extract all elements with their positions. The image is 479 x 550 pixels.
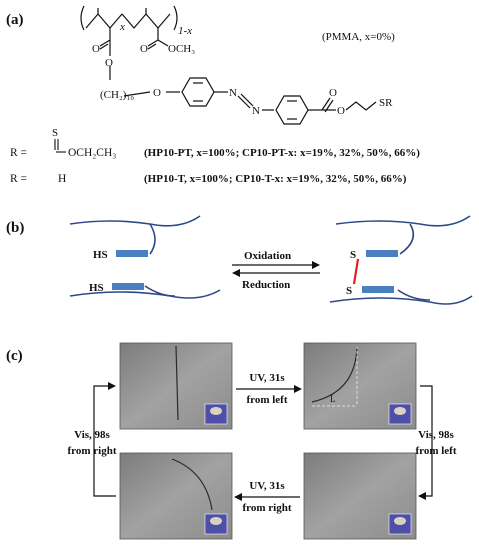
photo-top-right: L [303, 342, 417, 430]
ether-oxygen: O [153, 87, 161, 99]
arrow-uv-from-left: UV, 31s from left [236, 372, 302, 406]
photo-bottom-right [303, 452, 417, 540]
r1-detail: (HP10-PT, x=100%; CP10-PT-x: x=19%, 32%,… [144, 147, 420, 159]
right-disulfide-groups: S S [346, 249, 398, 297]
uv-bottom-line2: from right [243, 502, 292, 514]
left-bottom-thiol: HS [89, 282, 104, 294]
photo-bottom-left [119, 452, 233, 540]
methoxy-label: OCH₃ [168, 43, 195, 55]
arrow-uv-from-right: UV, 31s from right [234, 480, 300, 514]
left-top-mesogen [116, 250, 148, 257]
film-strip-bent-left [311, 345, 358, 403]
uv-top-line2: from left [246, 394, 287, 406]
ester-oxygen: O [105, 57, 113, 69]
arrow-vis-from-left [418, 385, 433, 500]
azo-nitrogen-2: N [252, 105, 260, 117]
r1-group: OCH₂CH₃ [68, 147, 116, 159]
vis-left-line2: from right [68, 445, 117, 457]
right-bottom-mesogen [362, 286, 394, 293]
arrow-vis-from-right [93, 382, 116, 497]
azo-nitrogen-1: N [229, 87, 237, 99]
photo-top-left [119, 342, 233, 430]
left-chains [69, 215, 221, 299]
r1-prefix: R = [10, 147, 27, 159]
ester2-double-oxygen: O [329, 87, 337, 99]
panel-c-label: (c) [6, 348, 23, 364]
right-chains [329, 215, 473, 305]
spacer-label: (CH₂)₁₀ [100, 89, 134, 101]
r2-detail: (HP10-T, x=100%; CP10-T-x: x=19%, 32%, 5… [144, 173, 407, 185]
reduction-label: Reduction [242, 279, 290, 291]
left-top-thiol: HS [93, 249, 108, 261]
r-definition-1: R = S OCH₂CH₃ (HP10-PT, x=100%; CP10-PT-… [10, 127, 420, 159]
length-marker: L [330, 394, 336, 404]
sr-group: SR [379, 97, 393, 109]
right-top-sulfur: S [350, 249, 356, 261]
r2-prefix: R = [10, 173, 27, 185]
carbonyl-oxygen-2: O [140, 43, 148, 55]
uv-top-line1: UV, 31s [249, 372, 285, 384]
r-definition-2: R = H (HP10-T, x=100%; CP10-T-x: x=19%, … [10, 173, 407, 185]
left-thiol-groups: HS HS [89, 249, 148, 294]
ester2-oxygen: O [337, 105, 345, 117]
vis-right-line2: from left [415, 445, 456, 457]
polymer-labels: 1-x x O O OCH₃ O (CH₂)₁₀ O N N O O SR (P… [92, 21, 395, 117]
subscript-1-x: 1-x [178, 25, 192, 37]
carbonyl-oxygen-1: O [92, 43, 100, 55]
r2-group: H [58, 173, 66, 185]
oxidation-label: Oxidation [244, 250, 291, 262]
panel-b-label: (b) [6, 220, 24, 236]
uv-bottom-line1: UV, 31s [249, 480, 285, 492]
vis-left-line1: Vis, 98s [74, 429, 110, 441]
film-strip-straight [175, 345, 179, 421]
left-bottom-mesogen [112, 283, 144, 290]
redox-arrows: Oxidation Reduction [232, 250, 320, 291]
panel-a-label: (a) [6, 12, 24, 28]
right-top-mesogen [366, 250, 398, 257]
pmma-note: (PMMA, x=0%) [322, 31, 395, 43]
polymer-backbone [80, 5, 377, 125]
right-bottom-sulfur: S [346, 285, 352, 297]
film-strip-bent-right [171, 458, 213, 511]
r1-sulfur: S [52, 127, 58, 139]
disulfide-bond [352, 258, 360, 285]
vis-right-line1: Vis, 98s [418, 429, 454, 441]
subscript-x: x [119, 21, 125, 33]
